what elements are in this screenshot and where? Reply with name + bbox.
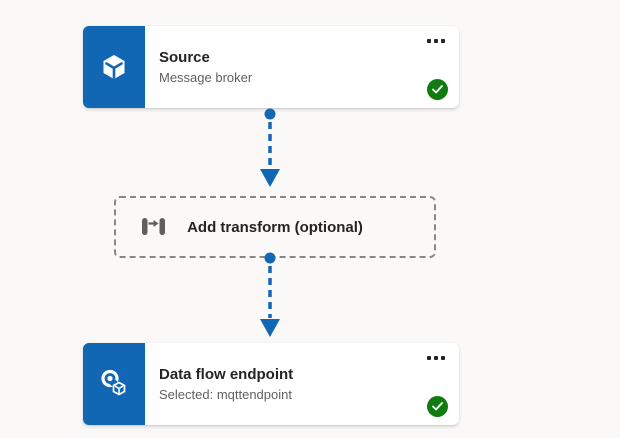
endpoint-node-title: Data flow endpoint <box>159 365 294 383</box>
transform-arrows-icon <box>140 216 167 239</box>
endpoint-link-icon <box>101 369 126 396</box>
more-ellipsis-icon <box>434 39 438 43</box>
source-node-title: Source <box>159 48 210 66</box>
success-checkmark-icon <box>427 79 448 100</box>
source-icon-panel <box>83 26 145 108</box>
endpoint-node-card[interactable]: Data flow endpoint Selected: mqttendpoin… <box>83 343 459 425</box>
more-ellipsis-icon <box>427 356 431 360</box>
add-transform-button[interactable]: Add transform (optional) <box>114 196 436 258</box>
endpoint-icon-panel <box>83 343 145 425</box>
source-node-body: Source Message broker <box>145 26 459 108</box>
source-more-options-button[interactable] <box>423 33 449 49</box>
connector-source-to-transform <box>260 108 280 187</box>
more-ellipsis-icon <box>441 39 445 43</box>
endpoint-node-body: Data flow endpoint Selected: mqttendpoin… <box>145 343 459 425</box>
source-node-card[interactable]: Source Message broker <box>83 26 459 108</box>
source-node-subtitle: Message broker <box>159 69 253 85</box>
more-ellipsis-icon <box>441 356 445 360</box>
success-checkmark-icon <box>427 396 448 417</box>
cube-icon <box>103 55 125 79</box>
add-transform-label: Add transform (optional) <box>187 218 363 236</box>
endpoint-node-subtitle: Selected: mqttendpoint <box>159 386 292 402</box>
more-ellipsis-icon <box>427 39 431 43</box>
endpoint-more-options-button[interactable] <box>423 350 449 366</box>
more-ellipsis-icon <box>434 356 438 360</box>
connector-transform-to-endpoint <box>260 252 280 337</box>
